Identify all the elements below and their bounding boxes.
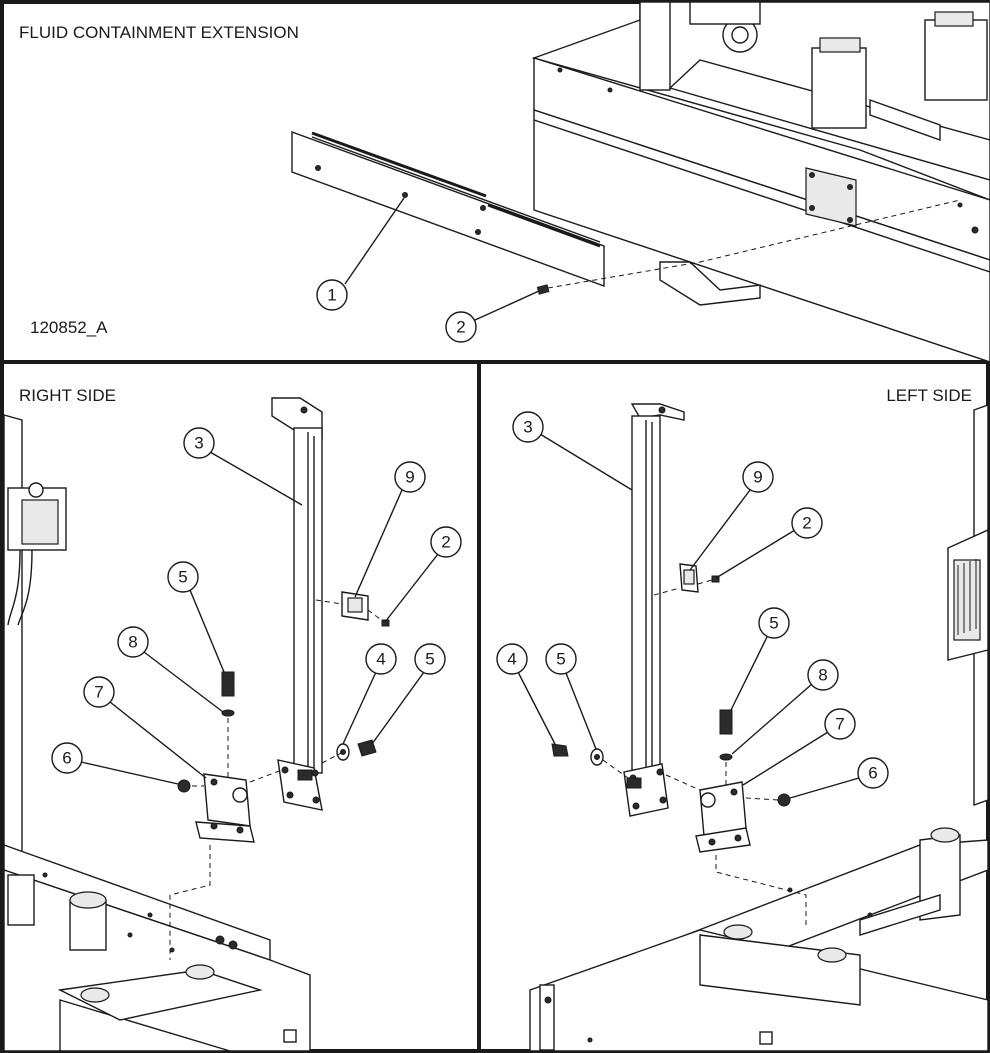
washer-bolt-parts-4-5 <box>321 739 377 764</box>
right-callout-9: 9 <box>354 461 426 598</box>
right-callout-5-upper: 5 <box>167 561 225 673</box>
svg-text:5: 5 <box>425 650 434 669</box>
svg-text:5: 5 <box>556 650 565 669</box>
left-callout-4: 5 <box>545 643 597 750</box>
left-side-machine-edge <box>947 404 989 806</box>
left-callout-6: 6 <box>789 757 889 799</box>
left-side-panel: LEFT SIDE <box>496 386 989 1052</box>
svg-text:9: 9 <box>753 468 762 487</box>
figure-number: 120852_A <box>30 318 108 337</box>
svg-text:8: 8 <box>818 666 827 685</box>
mount-bracket-parts-5-8-7-6 <box>169 671 283 960</box>
top-panel-title: FLUID CONTAINMENT EXTENSION <box>19 23 299 42</box>
right-callout-7: 7 <box>83 676 207 779</box>
left-washer-bolt-parts-4-5 <box>551 743 629 779</box>
right-callout-3: 3 <box>183 427 303 506</box>
svg-text:3: 3 <box>523 418 532 437</box>
right-callout-8: 8 <box>117 626 224 713</box>
svg-text:4: 4 <box>376 650 385 669</box>
vertical-bracket-part-3 <box>271 397 323 811</box>
right-callout-6: 6 <box>51 742 179 785</box>
callout-1: 1 <box>316 197 405 311</box>
left-callout-8: 8 <box>731 659 839 755</box>
right-callout-2: 2 <box>384 526 462 623</box>
left-callout-2: 2 <box>715 507 823 579</box>
svg-text:8: 8 <box>128 633 137 652</box>
right-side-machine-edge <box>3 414 67 861</box>
clip-part-9 <box>315 591 390 627</box>
left-callout-5-left: 4 <box>496 643 557 747</box>
machine-base <box>531 1 990 363</box>
left-mount-bracket-parts-5-8-7-6 <box>665 709 807 925</box>
extension-panel-part-1 <box>291 130 605 288</box>
right-callout-5-right: 5 <box>371 643 446 745</box>
right-side-panel-title: RIGHT SIDE <box>19 386 116 405</box>
svg-text:5: 5 <box>769 614 778 633</box>
left-side-panel-title: LEFT SIDE <box>886 386 972 405</box>
left-side-machine-base <box>529 827 989 1052</box>
svg-text:3: 3 <box>194 434 203 453</box>
left-clip-part-9 <box>653 563 720 596</box>
left-callout-7: 7 <box>742 708 856 786</box>
svg-text:4: 4 <box>507 650 516 669</box>
svg-text:7: 7 <box>94 683 103 702</box>
svg-text:6: 6 <box>868 764 877 783</box>
right-side-machine-base <box>3 844 311 1052</box>
right-side-panel: RIGHT SIDE <box>3 386 462 1052</box>
svg-text:7: 7 <box>835 715 844 734</box>
svg-text:5: 5 <box>178 568 187 587</box>
svg-text:9: 9 <box>405 468 414 487</box>
left-callout-3: 3 <box>512 411 633 491</box>
svg-text:2: 2 <box>802 514 811 533</box>
svg-text:2: 2 <box>441 533 450 552</box>
left-callout-5-upper: 5 <box>730 607 790 711</box>
left-vertical-bracket-part-3 <box>623 403 685 817</box>
svg-text:6: 6 <box>62 749 71 768</box>
top-panel: FLUID CONTAINMENT EXTENSION 120852_A <box>19 1 990 363</box>
left-callout-9: 9 <box>689 461 774 571</box>
callout-2: 2 <box>445 290 540 343</box>
svg-text:1: 1 <box>327 286 336 305</box>
right-callout-4: 4 <box>342 643 397 745</box>
svg-text:2: 2 <box>456 318 465 337</box>
